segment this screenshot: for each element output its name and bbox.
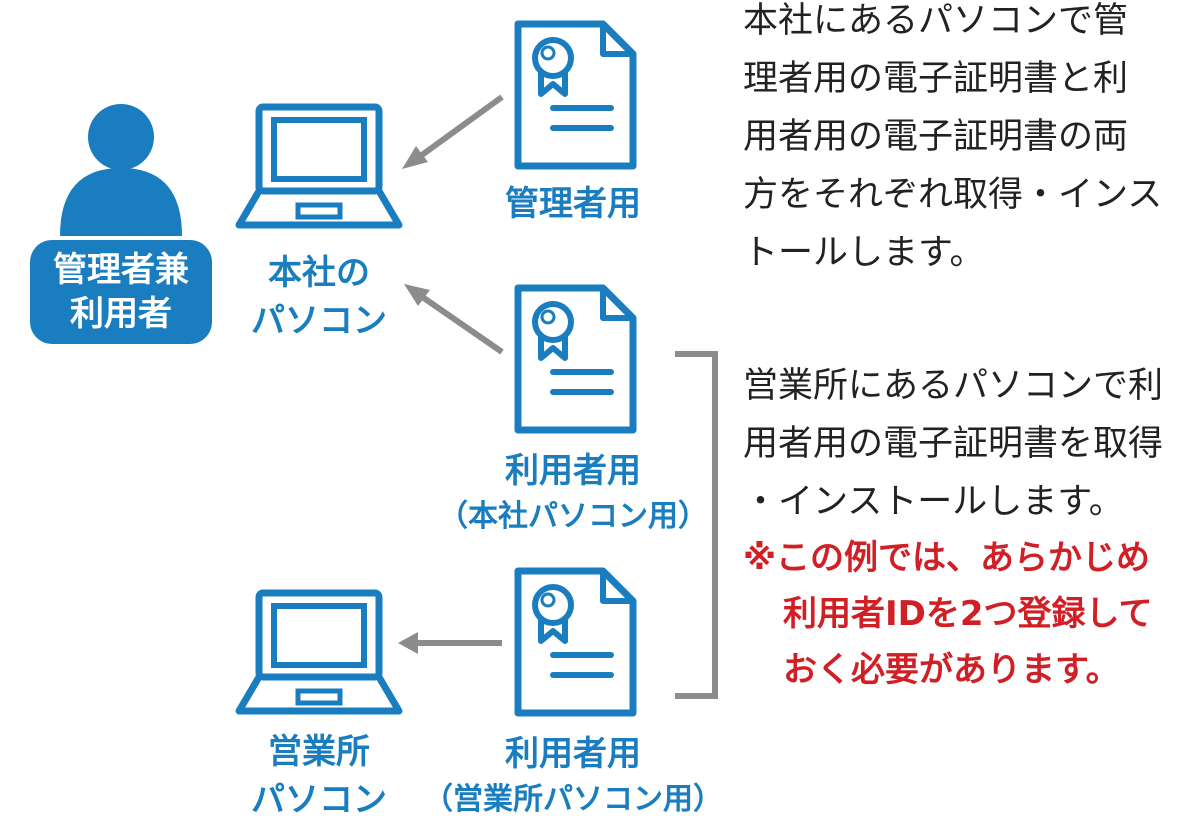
laptop-icon-hq (239, 107, 399, 225)
certificate-icon-admin (518, 24, 633, 166)
note-line: 利用者IDを2つ登録して (783, 594, 1153, 634)
hq-pc-label: 本社の パソコン (239, 249, 399, 345)
description-branch: 営業所にあるパソコンで利 用者用の電子証明書を取得 ・インストールします。 (743, 357, 1163, 531)
cert-user-hq-label-sub: （本社パソコン用） (438, 499, 708, 534)
note-line: おく必要があります。 (783, 650, 1120, 690)
arrow-user-to-branch (398, 632, 502, 654)
note: ※この例では、あらかじめ 利用者IDを2つ登録して おく必要があります。 (743, 530, 1153, 698)
cert-user-branch-label-sub: （営業所パソコン用） (423, 782, 723, 817)
hq-pc-label-line1: 本社の (268, 253, 370, 293)
certificate-icon-user-hq (518, 288, 633, 430)
description-hq-line: トールします。 (743, 233, 985, 273)
person-icon (60, 104, 182, 236)
description-branch-line: ・インストールします。 (743, 482, 1124, 522)
user-label-line2: 利用者 (70, 294, 172, 334)
description-branch-line: 営業所にあるパソコンで利 (743, 366, 1164, 406)
description-branch-line: 用者用の電子証明書を取得 (743, 424, 1164, 464)
bracket (675, 351, 718, 699)
description-hq-line: 本社にあるパソコンで管 (743, 1, 1129, 41)
description-hq: 本社にあるパソコンで管 理者用の電子証明書と利 用者用の電子証明書の両 方をそれ… (743, 0, 1162, 282)
cert-admin-label: 管理者用 (505, 184, 641, 224)
cert-user-branch-label: 利用者用 （営業所パソコン用） (408, 730, 738, 822)
cert-user-hq-label: 利用者用 （本社パソコン用） (423, 447, 723, 539)
arrow-user-to-hq (404, 284, 504, 355)
user-label-line1: 管理者兼 (53, 250, 189, 290)
branch-pc-label-line1: 営業所 (268, 732, 370, 772)
branch-pc-label-line2: パソコン (251, 780, 387, 820)
hq-pc-label-line2: パソコン (251, 301, 387, 341)
certificate-icon-user-branch (518, 571, 633, 713)
note-line: ※この例では、あらかじめ (743, 538, 1151, 578)
description-hq-line: 方をそれぞれ取得・インス (743, 175, 1163, 215)
user-badge: 管理者兼 利用者 (30, 240, 212, 344)
description-hq-line: 用者用の電子証明書の両 (743, 117, 1129, 157)
cert-user-hq-label-main: 利用者用 (505, 451, 641, 491)
laptop-icon-branch (239, 593, 399, 711)
branch-pc-label: 営業所 パソコン (224, 728, 414, 824)
description-hq-line: 理者用の電子証明書と利 (743, 59, 1129, 99)
cert-user-branch-label-main: 利用者用 (505, 734, 641, 774)
arrow-admin-to-hq (402, 94, 504, 169)
